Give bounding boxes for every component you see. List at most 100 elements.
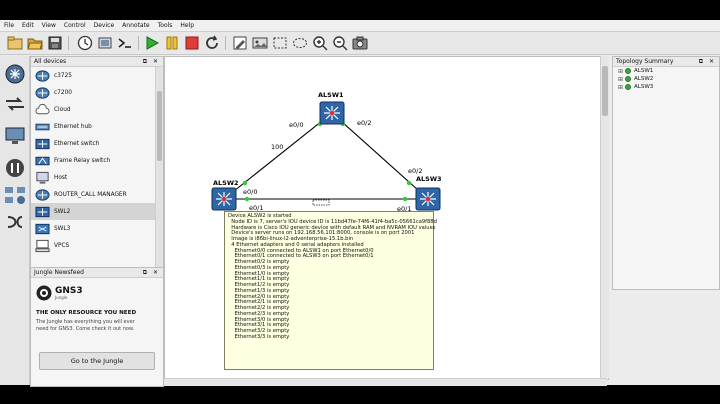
topology-summary-title-text: Topology Summary [616, 58, 674, 65]
new-project-icon[interactable] [6, 35, 24, 51]
rectangle-icon[interactable] [271, 35, 289, 51]
menu-control[interactable]: Control [63, 22, 86, 29]
add-link-icon[interactable] [3, 210, 27, 234]
node-label-alsw2[interactable]: ALSW2 [213, 179, 239, 187]
image-icon[interactable] [251, 35, 269, 51]
node-label-alsw3[interactable]: ALSW3 [416, 175, 442, 183]
switches-category-icon[interactable] [3, 92, 27, 116]
port-status-dot [244, 196, 250, 202]
device-item-label: Host [54, 174, 68, 181]
device-item[interactable]: Ethernet switch [31, 135, 163, 152]
tooltip-line: Ethernet1/1 is empty [228, 276, 290, 283]
routers-category-icon[interactable] [3, 62, 27, 86]
node-label-alsw1[interactable]: ALSW1 [318, 91, 344, 99]
pause-icon[interactable] [163, 35, 181, 51]
go-to-jungle-button[interactable]: Go to the Jungle [39, 352, 155, 370]
tooltip-line: Ethernet3/0 is empty [228, 316, 290, 323]
host-icon [34, 171, 50, 185]
tooltip-line: Image is i86bi-linux-l2-adventerprise-15… [228, 236, 354, 242]
device-item[interactable]: Host [31, 169, 163, 186]
zoom-in-icon[interactable] [311, 35, 329, 51]
topology-summary-item[interactable]: ⊞ALSW3 [613, 83, 719, 91]
port-status-dot [406, 180, 412, 186]
status-icon [625, 68, 631, 74]
canvas-vertical-scrollbar[interactable] [600, 56, 609, 378]
device-item-label: c3725 [54, 72, 72, 79]
panel-controls[interactable]: ⧉ ✕ [698, 58, 716, 65]
all-devices-category-icon[interactable] [3, 184, 27, 208]
start-icon[interactable] [143, 35, 161, 51]
menu-view[interactable]: View [41, 22, 56, 29]
topology-summary-list: ⊞ALSW1⊞ALSW2⊞ALSW3 [613, 67, 719, 91]
link-alsw1-alsw3[interactable] [331, 112, 429, 200]
menu-help[interactable]: Help [180, 22, 195, 29]
expand-icon[interactable]: ⊞ [618, 67, 624, 75]
node-alsw2[interactable] [211, 187, 237, 211]
device-list-scrollbar[interactable] [155, 67, 163, 282]
tooltip-line: Ethernet2/2 is empty [228, 305, 290, 311]
router-icon [34, 188, 50, 202]
l3-switch-icon [34, 222, 50, 236]
menu-device[interactable]: Device [93, 22, 115, 29]
tooltip-line: Ethernet0/1 connected to ALSW3 on port E… [228, 253, 374, 260]
canvas-horizontal-scrollbar[interactable] [164, 378, 607, 386]
device-item[interactable]: Ethernet hub [31, 118, 163, 135]
device-item[interactable]: SWL3 [31, 220, 163, 237]
menu-edit[interactable]: Edit [22, 22, 34, 29]
device-item[interactable]: Cloud [31, 101, 163, 118]
selection-marker [312, 199, 330, 206]
hub-icon [34, 120, 50, 134]
topology-summary-item[interactable]: ⊞ALSW2 [613, 75, 719, 83]
device-item[interactable]: Frame Relay switch [31, 152, 163, 169]
device-item-label: Cloud [54, 106, 71, 113]
gns3-window: File Edit View Control Device Annotate Tools He… [0, 20, 720, 387]
menu-bar: File Edit View Control Device Annotate Tools He… [0, 20, 720, 32]
tooltip-line: Ethernet0/0 connected to ALSW1 on port E… [228, 247, 374, 254]
screenshot-icon[interactable] [351, 35, 369, 51]
menu-tools[interactable]: Tools [157, 22, 173, 29]
end-devices-category-icon[interactable] [3, 124, 27, 148]
panel-controls[interactable]: ⧉ ✕ [142, 269, 160, 276]
stop-icon[interactable] [183, 35, 201, 51]
device-item[interactable]: c7200 [31, 84, 163, 101]
port-label: e0/2 [357, 119, 372, 127]
tooltip-line: Ethernet1/0 is empty [228, 270, 290, 277]
tooltip-line: Ethernet3/1 is empty [228, 322, 290, 329]
jungle-text: The Jungle has everything you will ever … [36, 319, 135, 332]
save-icon[interactable] [46, 35, 64, 51]
router-icon [34, 86, 50, 100]
tooltip-line: Hardware is Cisco IOU generic device wit… [228, 224, 436, 231]
device-item-label: Ethernet switch [54, 140, 100, 147]
node-alsw1[interactable] [319, 101, 345, 125]
expand-icon[interactable]: ⊞ [618, 75, 624, 83]
panel-controls[interactable]: ⧉ ✕ [142, 58, 160, 65]
gns3-logo-icon [36, 285, 52, 301]
note-icon[interactable] [231, 35, 249, 51]
open-folder-icon[interactable] [26, 35, 44, 51]
snapshot-icon[interactable] [96, 35, 114, 51]
node-alsw3[interactable] [415, 187, 441, 211]
port-status-dot [242, 180, 248, 186]
device-item[interactable]: VPCS [31, 237, 163, 254]
security-devices-category-icon[interactable] [3, 156, 27, 180]
menu-file[interactable]: File [4, 22, 15, 29]
link-cost-label: 100 [271, 143, 284, 151]
ellipse-icon[interactable] [291, 35, 309, 51]
device-item[interactable]: SWL2 [31, 203, 163, 220]
link-alsw1-alsw2[interactable] [223, 112, 333, 200]
device-type-rail [0, 56, 30, 385]
reload-icon[interactable] [203, 35, 221, 51]
menu-annotate[interactable]: Annotate [122, 22, 150, 29]
gns3-logo-sub: Jungle [55, 294, 68, 300]
zoom-out-icon[interactable] [331, 35, 349, 51]
expand-icon[interactable]: ⊞ [618, 83, 624, 91]
clock-icon[interactable] [76, 35, 94, 51]
console-icon[interactable] [116, 35, 134, 51]
topology-summary-item[interactable]: ⊞ALSW1 [613, 67, 719, 75]
gns3-logo-text: GNS3 [55, 285, 83, 296]
tooltip-line: Ethernet2/3 is empty [228, 310, 290, 317]
device-item[interactable]: c3725 [31, 67, 163, 84]
tooltip-line: Ethernet3/2 is empty [228, 328, 290, 334]
device-item[interactable]: ROUTER_CALL MANAGER [31, 186, 163, 203]
port-label: e0/1 [397, 205, 412, 213]
